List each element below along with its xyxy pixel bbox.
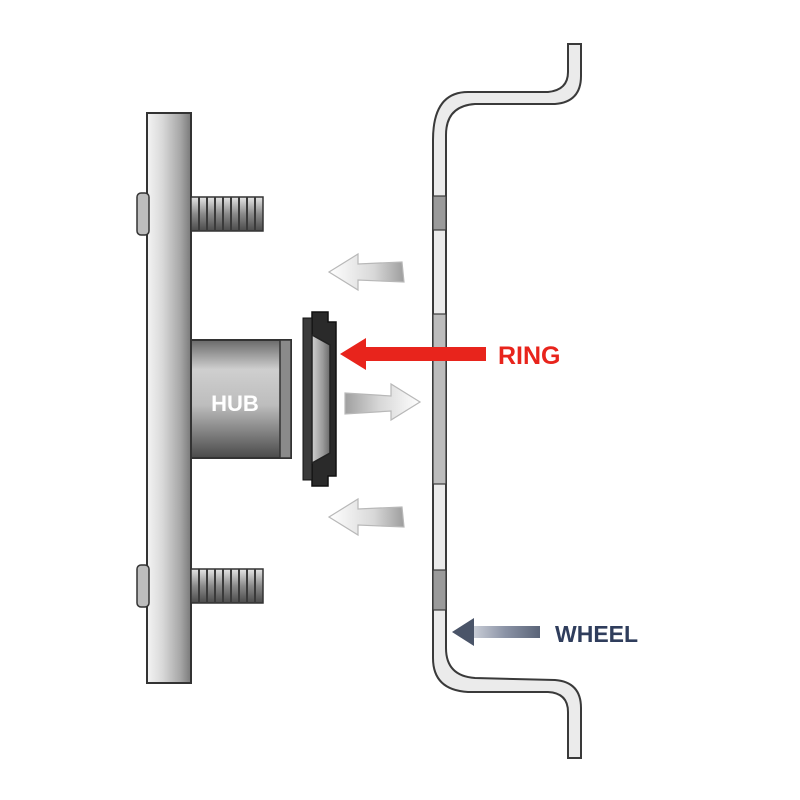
ring-label: RING	[498, 342, 561, 370]
hub-flange	[146, 112, 192, 684]
ghost-arrow-upper-left	[327, 252, 405, 292]
wheel-bolt-hole-upper	[432, 195, 447, 231]
hub-centric-ring	[302, 311, 337, 487]
hub-label: HUB	[211, 391, 259, 416]
wheel-pointer-arrow	[452, 618, 540, 646]
wheel-bolt-hole-lower	[432, 569, 447, 611]
ghost-arrow-middle-right	[344, 382, 422, 422]
wheel-center-bore	[432, 313, 447, 485]
wheel-label: WHEEL	[555, 621, 638, 647]
lower-wheel-stud	[136, 564, 264, 608]
ghost-arrow-lower-left	[327, 497, 405, 537]
wheel-cross-section	[432, 43, 582, 759]
upper-wheel-stud	[136, 192, 264, 236]
ring-pointer-arrow	[340, 338, 486, 370]
hub-cylinder: HUB	[190, 339, 292, 459]
